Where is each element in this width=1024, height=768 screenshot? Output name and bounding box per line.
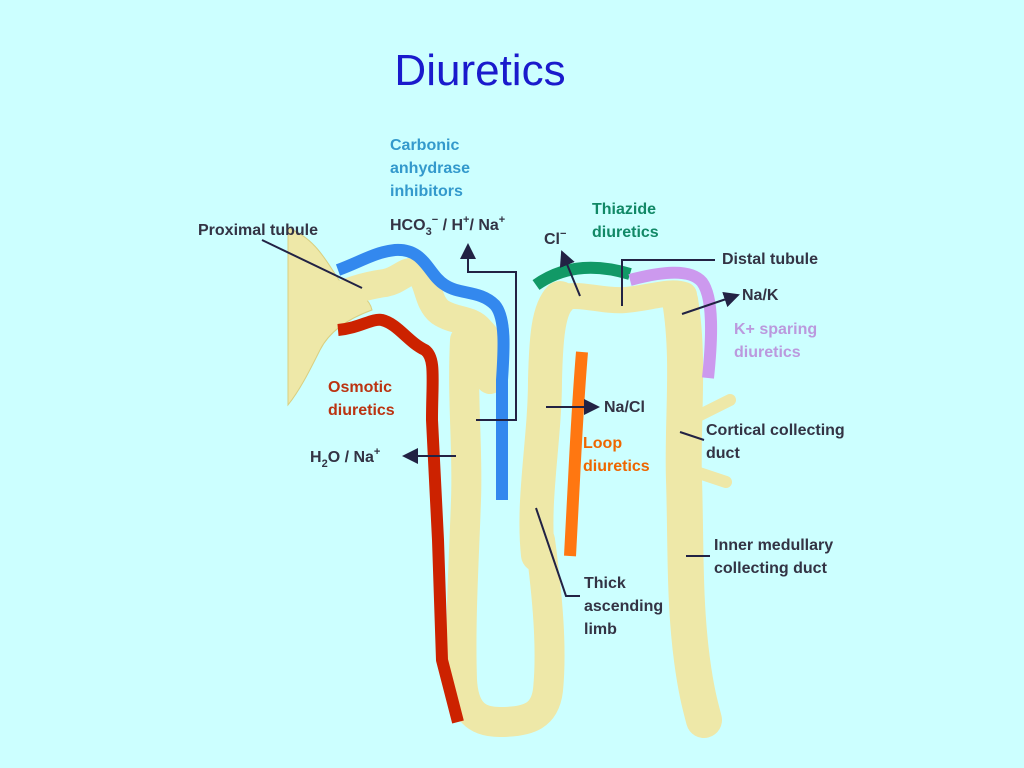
descending-limb	[446, 325, 565, 738]
k-sparing-label-2: diuretics	[734, 344, 801, 361]
proximal-leader-line	[261, 239, 363, 289]
chloride-part-a: Cl	[544, 231, 560, 248]
hco3-label: HCO3− / H+/ Na+	[390, 214, 505, 238]
carbonic-label-3: inhibitors	[390, 183, 463, 200]
slide-title: Diuretics	[394, 46, 566, 95]
cortical-label-1: Cortical collecting	[706, 422, 845, 439]
osmotic-label-2: diuretics	[328, 402, 395, 419]
thick-label-1: Thick	[584, 575, 626, 592]
k-sparing-band	[628, 266, 718, 379]
cortical-leader-line	[679, 431, 705, 441]
carbonic-label-2: anhydrase	[390, 160, 470, 177]
h2o-part-b: 2	[322, 458, 328, 470]
thiazide-label-2: diuretics	[592, 224, 659, 241]
inner-label-2: collecting duct	[714, 560, 828, 577]
chloride-part-b: −	[560, 228, 566, 240]
chloride-arrow	[559, 250, 581, 297]
hco3-part-a: HCO	[390, 217, 426, 234]
hco3-part-f: / Na	[469, 217, 498, 234]
hco3-part-g: +	[499, 214, 505, 226]
nak-arrow	[681, 291, 740, 315]
cortical-label-2: duct	[706, 445, 740, 462]
loop-label-2: diuretics	[583, 458, 650, 475]
collecting-duct	[662, 282, 722, 738]
proximal-tubule	[316, 257, 507, 394]
cortical-branch-2	[684, 464, 732, 488]
inner-label-1: Inner medullary	[714, 537, 833, 554]
h2o-part-c: O / Na	[328, 449, 374, 466]
distal-leader-line	[621, 259, 715, 306]
ascending-limb	[519, 281, 577, 572]
hco3-part-b: 3	[426, 226, 432, 238]
h2o-label: H2O / Na+	[310, 446, 380, 470]
chloride-label: Cl−	[544, 228, 566, 248]
bowman-capsule	[287, 227, 373, 407]
distal-tubule-label: Distal tubule	[722, 251, 818, 268]
cortical-branch-1	[684, 394, 736, 426]
thick-leader-line	[535, 507, 580, 597]
osmotic-label-1: Osmotic	[328, 379, 392, 396]
thiazide-label-1: Thiazide	[592, 201, 656, 218]
thiazide-band	[532, 261, 632, 290]
hco3-part-c: −	[432, 214, 438, 226]
thick-label-2: ascending	[584, 598, 663, 615]
k-sparing-label-1: K+ sparing	[734, 321, 817, 338]
h2o-part-a: H	[310, 449, 322, 466]
hco3-part-d: / H	[438, 217, 463, 234]
hco3-part-e: +	[463, 214, 469, 226]
hco3-arrow	[460, 243, 517, 421]
nak-label: Na/K	[742, 287, 779, 304]
proximal-tubule-label: Proximal tubule	[198, 222, 318, 239]
osmotic-band	[337, 313, 464, 724]
loop-band	[564, 351, 588, 557]
carbonic-label-1: Carbonic	[390, 137, 459, 154]
thick-label-3: limb	[584, 621, 617, 638]
h2o-part-d: +	[374, 446, 380, 458]
loop-label-1: Loop	[583, 435, 622, 452]
carbonic-anhydrase-band	[335, 243, 510, 500]
nacl-label: Na/Cl	[604, 399, 645, 416]
